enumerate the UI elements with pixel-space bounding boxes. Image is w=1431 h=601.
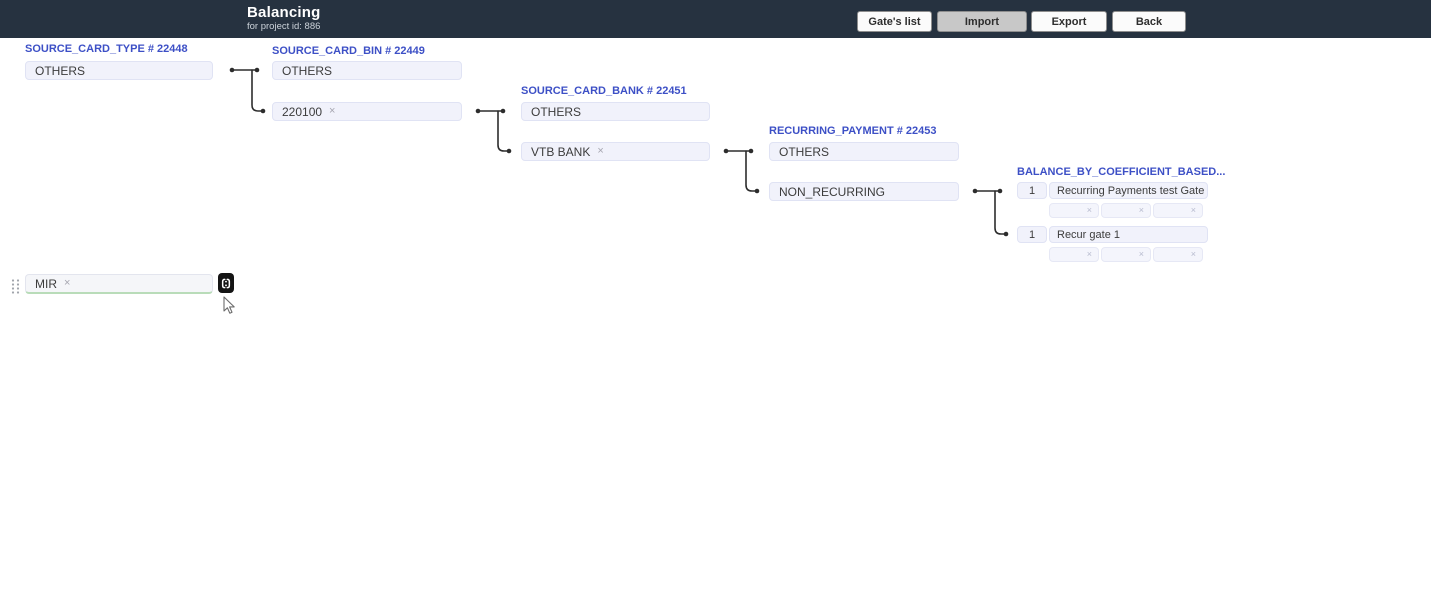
node-label: OTHERS [531, 104, 582, 119]
node-label: VTB BANK [531, 144, 591, 159]
drag-handle-icon[interactable] [10, 278, 21, 299]
remove-icon[interactable]: × [1086, 205, 1092, 215]
remove-icon[interactable]: × [1190, 249, 1196, 259]
gate-weight-value: 1 [1028, 184, 1036, 197]
tree-node-others-card-bank[interactable]: OTHERS [521, 102, 710, 121]
back-button[interactable]: Back [1112, 11, 1186, 32]
swap-button[interactable] [218, 273, 234, 293]
gate-empty-slot[interactable]: × [1153, 247, 1203, 262]
gates-list-button[interactable]: Gate's list [857, 11, 932, 32]
palette-chip-mir[interactable]: MIR × [25, 274, 213, 294]
gate-empty-slot[interactable]: × [1153, 203, 1203, 218]
node-label: OTHERS [779, 144, 830, 159]
gate-name-label: Recurring Payments test Gate [1057, 184, 1205, 197]
gate-empty-slot[interactable]: × [1049, 203, 1099, 218]
gate-weight-value: 1 [1028, 228, 1036, 241]
column-label-balance-by-coefficient: BALANCE_BY_COEFFICIENT_BASED... [1017, 166, 1226, 178]
column-label-recurring-payment: RECURRING_PAYMENT # 22453 [769, 125, 937, 137]
chip-label: MIR [35, 276, 57, 291]
title-block: Balancing for project id: 886 [247, 4, 320, 32]
gate-name-box[interactable]: Recur gate 1 [1049, 226, 1208, 243]
tree-node-others-card-type[interactable]: OTHERS [25, 61, 213, 80]
remove-icon[interactable]: × [1138, 249, 1144, 259]
tree-node-vtb-bank[interactable]: VTB BANK × [521, 142, 710, 161]
mouse-cursor [223, 296, 235, 314]
import-button[interactable]: Import [937, 11, 1027, 32]
gate-empty-slot[interactable]: × [1101, 203, 1151, 218]
export-button[interactable]: Export [1031, 11, 1107, 32]
remove-icon[interactable]: × [1190, 205, 1196, 215]
remove-icon[interactable]: × [1138, 205, 1144, 215]
node-label: OTHERS [35, 63, 86, 78]
node-label: NON_RECURRING [779, 184, 886, 199]
page-subtitle: for project id: 886 [247, 21, 321, 32]
tree-node-others-recurring[interactable]: OTHERS [769, 142, 959, 161]
gate-weight-input[interactable]: 1 [1017, 226, 1047, 243]
gate-empty-slot[interactable]: × [1049, 247, 1099, 262]
tree-node-non-recurring[interactable]: NON_RECURRING [769, 182, 959, 201]
gate-weight-input[interactable]: 1 [1017, 182, 1047, 199]
node-label: OTHERS [282, 63, 333, 78]
app-header: Balancing for project id: 886 Gate's lis… [0, 0, 1431, 38]
gate-name-box[interactable]: Recurring Payments test Gate [1049, 182, 1208, 199]
page-title: Balancing [247, 4, 321, 21]
remove-icon[interactable]: × [329, 105, 336, 117]
column-label-source-card-type: SOURCE_CARD_TYPE # 22448 [25, 43, 188, 55]
swap-icon [221, 278, 231, 288]
remove-icon[interactable]: × [64, 277, 71, 289]
tree-node-others-card-bin[interactable]: OTHERS [272, 61, 462, 80]
gate-name-label: Recur gate 1 [1057, 228, 1120, 241]
column-label-source-card-bank: SOURCE_CARD_BANK # 22451 [521, 85, 687, 97]
remove-icon[interactable]: × [597, 145, 604, 157]
remove-icon[interactable]: × [1086, 249, 1092, 259]
gate-empty-slot[interactable]: × [1101, 247, 1151, 262]
tree-node-220100[interactable]: 220100 × [272, 102, 462, 121]
column-label-source-card-bin: SOURCE_CARD_BIN # 22449 [272, 45, 425, 57]
node-label: 220100 [282, 104, 323, 119]
